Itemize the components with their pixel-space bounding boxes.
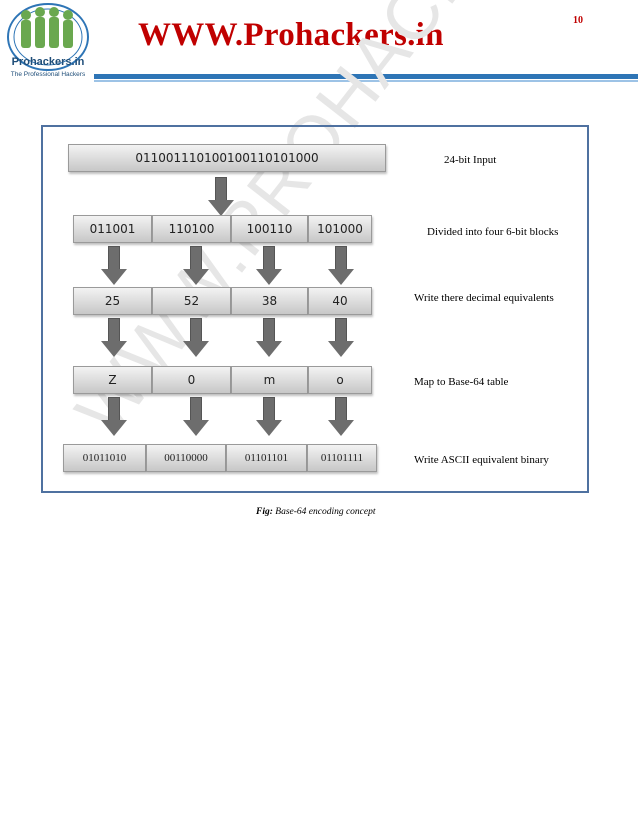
block-box: 101000 — [308, 215, 372, 243]
char-box: 0 — [152, 366, 231, 394]
ascii-box: 00110000 — [146, 444, 226, 472]
block-box: 100110 — [231, 215, 308, 243]
arrow-down-icon — [101, 397, 127, 437]
arrow-down-icon — [101, 318, 127, 358]
ascii-box: 01101101 — [226, 444, 307, 472]
header-rule — [94, 74, 638, 79]
decimal-box: 40 — [308, 287, 372, 315]
header-rule-thin — [94, 80, 638, 82]
figure-caption: Fig: Base-64 encoding concept — [256, 507, 376, 517]
arrow-down-icon — [256, 397, 282, 437]
caption-prefix: Fig: — [256, 507, 273, 517]
arrow-down-icon — [208, 177, 234, 217]
arrow-down-icon — [183, 397, 209, 437]
prohackers-logo: Prohackers.in The Professional Hackers — [2, 1, 94, 80]
page-header: Prohackers.in The Professional Hackers W… — [0, 0, 638, 82]
step-label-decimal: Write there decimal equivalents — [414, 292, 554, 304]
arrow-down-icon — [183, 246, 209, 286]
decimal-box: 25 — [73, 287, 152, 315]
svg-text:Prohackers.in: Prohackers.in — [12, 56, 85, 68]
arrow-down-icon — [256, 318, 282, 358]
arrow-down-icon — [256, 246, 282, 286]
step-label-map: Map to Base-64 table — [414, 376, 509, 388]
svg-text:The Professional Hackers: The Professional Hackers — [11, 71, 86, 78]
page-number: 10 — [573, 15, 583, 26]
arrow-down-icon — [183, 318, 209, 358]
char-box: m — [231, 366, 308, 394]
ascii-box: 01101111 — [307, 444, 377, 472]
step-label-input: 24-bit Input — [444, 154, 497, 166]
ascii-box: 01011010 — [63, 444, 146, 472]
arrow-down-icon — [328, 397, 354, 437]
char-box: Z — [73, 366, 152, 394]
step-label-divide: Divided into four 6-bit blocks — [427, 226, 559, 238]
caption-text: Base-64 encoding concept — [272, 507, 376, 517]
arrow-down-icon — [328, 318, 354, 358]
input-bits-box: 011001110100100110101000 — [68, 144, 386, 172]
site-title[interactable]: WWW.Prohackers.in — [138, 17, 444, 53]
block-box: 110100 — [152, 215, 231, 243]
decimal-box: 38 — [231, 287, 308, 315]
char-box: o — [308, 366, 372, 394]
arrow-down-icon — [101, 246, 127, 286]
step-label-ascii: Write ASCII equivalent binary — [414, 454, 549, 466]
decimal-box: 52 — [152, 287, 231, 315]
figure-frame — [41, 125, 589, 493]
arrow-down-icon — [328, 246, 354, 286]
block-box: 011001 — [73, 215, 152, 243]
